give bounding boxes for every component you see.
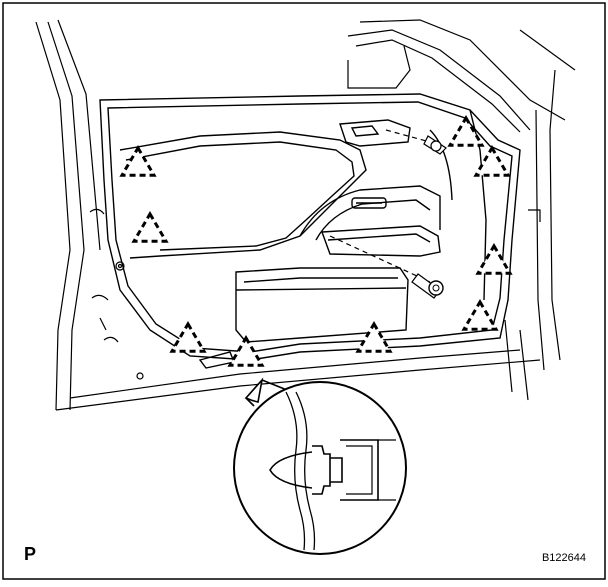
door-body xyxy=(36,20,575,410)
clip-triangle-7 xyxy=(476,148,508,175)
inside-handle xyxy=(352,126,378,136)
clip-triangle-5 xyxy=(358,324,390,351)
clip-cross-section xyxy=(270,452,312,488)
clip-triangle-4 xyxy=(230,338,262,365)
frame-bolt xyxy=(116,262,124,270)
callout-pointer xyxy=(246,380,262,402)
clip-detail-callout xyxy=(234,380,406,554)
frame-bolt xyxy=(137,373,143,379)
power-window-switch xyxy=(352,198,386,208)
clip-callouts xyxy=(122,118,510,365)
figure-code: B122644 xyxy=(541,552,586,564)
clip-triangle-1 xyxy=(122,148,154,175)
corner-label: P xyxy=(24,544,37,564)
clip-triangle-2 xyxy=(134,214,166,241)
door-trim-panel xyxy=(100,94,520,368)
clip-triangle-6 xyxy=(450,118,482,145)
clip-triangle-3 xyxy=(172,324,204,351)
figure-border xyxy=(3,3,605,579)
screw-callouts xyxy=(330,130,446,298)
detail-circle xyxy=(234,382,406,554)
clip-triangle-9 xyxy=(464,302,496,329)
screw-upper xyxy=(386,130,446,154)
screw-lower xyxy=(330,236,443,298)
clip-triangle-8 xyxy=(478,246,510,273)
